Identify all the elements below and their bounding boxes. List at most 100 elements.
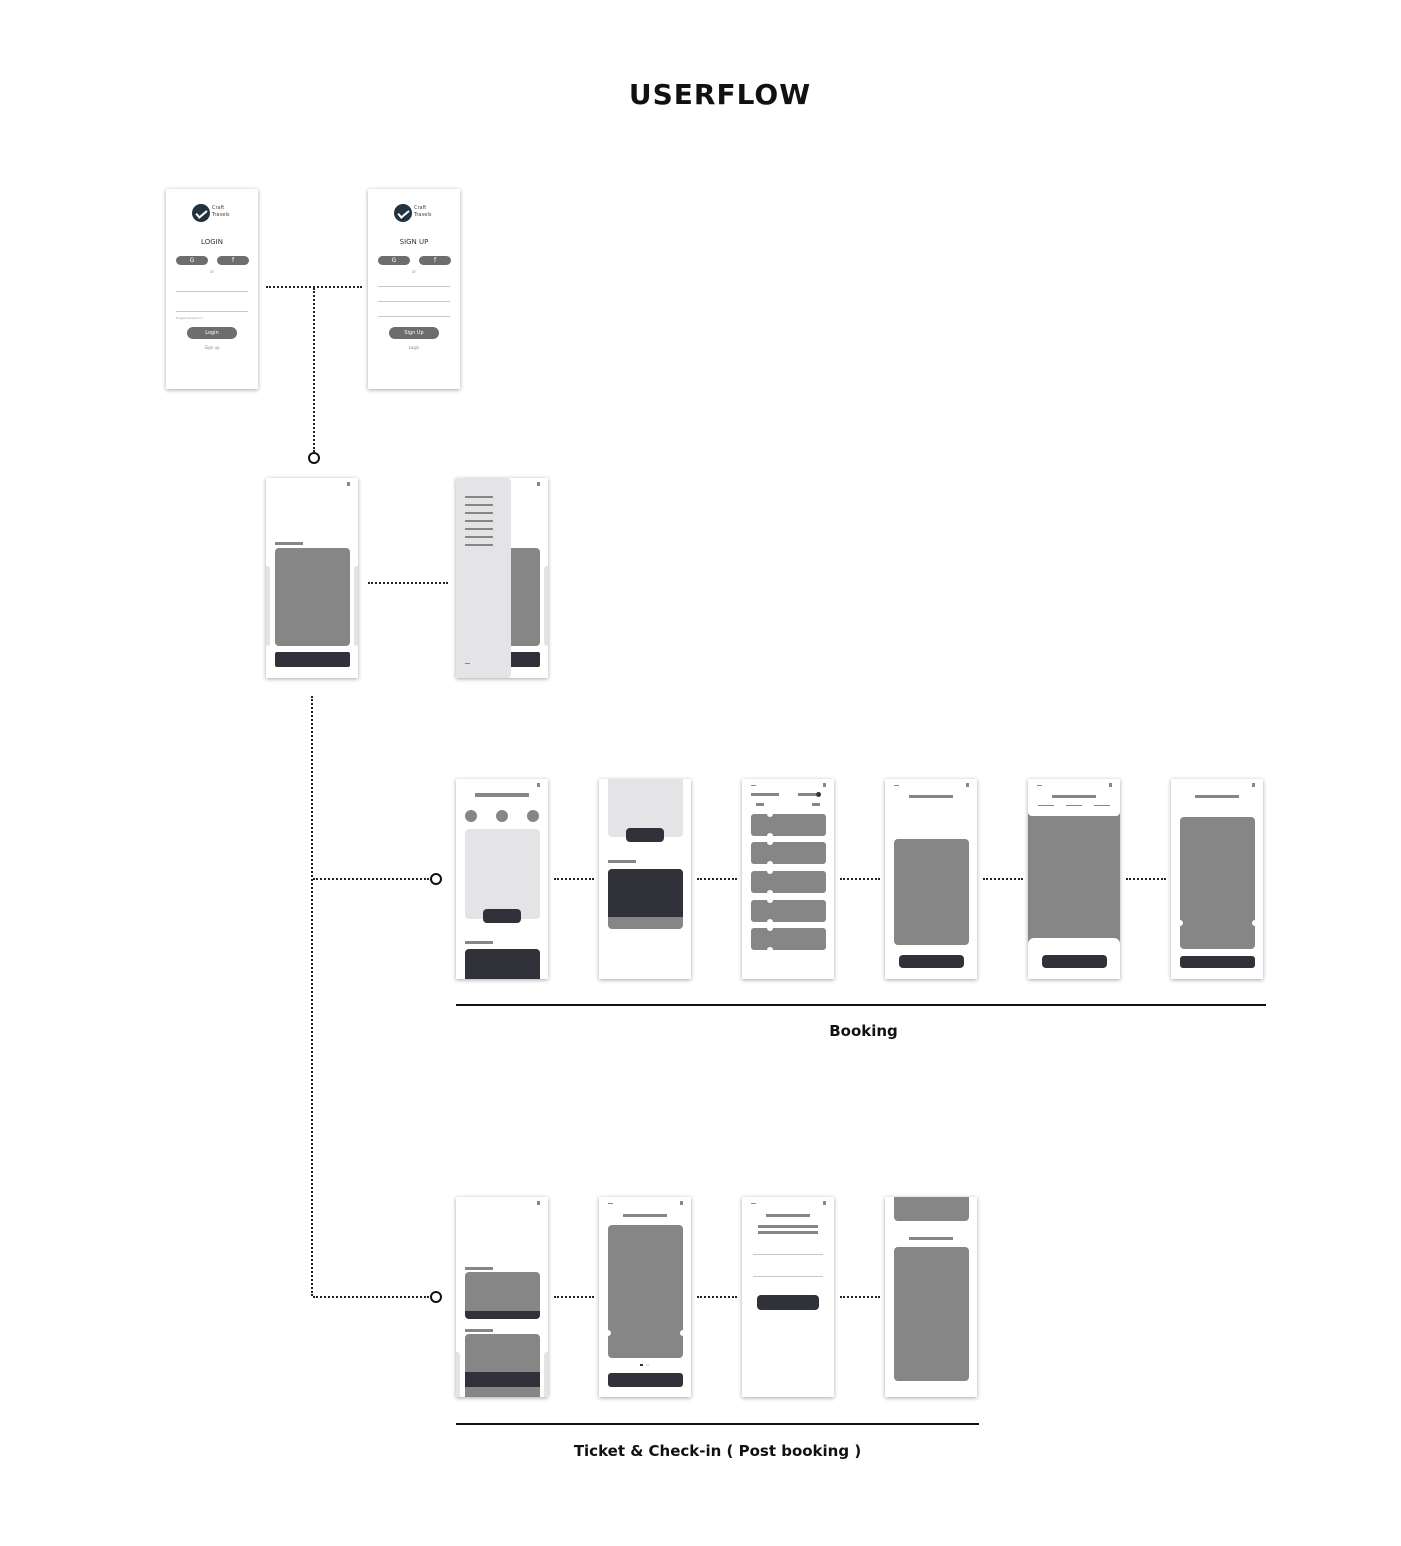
forgot-password-link[interactable]: Forgot password ? (176, 316, 204, 320)
menu-item[interactable] (465, 512, 493, 514)
primary-action-button[interactable] (275, 652, 350, 667)
signup-button[interactable]: Sign Up (389, 327, 439, 339)
search-form-card[interactable] (465, 829, 540, 919)
connector-login-signup (266, 286, 362, 288)
signup-heading: SIGN UP (399, 238, 429, 246)
checkin-input-field[interactable] (753, 1276, 823, 1277)
option-circle[interactable] (465, 810, 477, 822)
payment-button[interactable] (1180, 956, 1255, 968)
screen-side-menu (456, 478, 548, 678)
facebook-login-button[interactable]: f (217, 256, 249, 265)
ticket-notch (1177, 920, 1183, 926)
screen-ticket-2 (599, 1197, 691, 1397)
e-ticket-card (605, 1225, 686, 1358)
seat-layout-card[interactable] (894, 839, 969, 945)
carousel-side-card (544, 566, 548, 646)
back-icon[interactable] (751, 785, 756, 786)
logout-icon[interactable] (465, 663, 470, 664)
password-field[interactable] (378, 316, 450, 317)
tab-bar-item[interactable] (1094, 805, 1110, 806)
signup-link[interactable]: Sign up (204, 345, 220, 350)
bus-result-card[interactable] (751, 925, 826, 953)
connector-to-booking (313, 878, 429, 880)
connector-booking-1-2 (554, 878, 594, 880)
screen-ticket-3 (742, 1197, 834, 1397)
section-heading-bar (608, 860, 636, 863)
tab-bar-item[interactable] (1066, 805, 1082, 806)
screen-title-bar (909, 795, 953, 798)
screen-booking-5 (1028, 779, 1120, 979)
past-ticket-card[interactable] (465, 1334, 540, 1397)
option-circle[interactable] (496, 810, 508, 822)
back-icon[interactable] (608, 1203, 613, 1204)
notification-icon (537, 482, 540, 486)
google-login-button[interactable]: G (176, 256, 208, 265)
section-heading-bar (465, 1329, 493, 1332)
bus-result-card[interactable] (751, 839, 826, 867)
notification-icon (1109, 783, 1112, 787)
menu-item[interactable] (465, 496, 493, 498)
checkin-button[interactable] (608, 1373, 683, 1387)
search-button[interactable] (626, 828, 664, 842)
brand-name-line2: Travels (414, 212, 432, 218)
tab-bar-item[interactable] (1038, 805, 1054, 806)
email-field[interactable] (378, 301, 450, 302)
screen-login: Craft Travels LOGIN G f or Forgot passwo… (166, 189, 258, 389)
search-form-card[interactable] (608, 779, 683, 837)
menu-item[interactable] (465, 536, 493, 538)
google-signup-button[interactable]: G (378, 256, 410, 265)
connector-ticket-3-4 (840, 1296, 880, 1298)
date-bar (756, 803, 764, 806)
menu-item[interactable] (465, 520, 493, 522)
search-button[interactable] (483, 909, 521, 923)
bus-result-card[interactable] (751, 868, 826, 896)
section-heading-bar (275, 542, 303, 545)
back-icon[interactable] (1037, 785, 1042, 786)
submit-button[interactable] (757, 1295, 819, 1310)
facebook-signup-button[interactable]: f (419, 256, 451, 265)
notification-icon (347, 482, 350, 486)
ticket-notch (767, 811, 773, 817)
brand-name-line1: Craft (212, 205, 225, 211)
menu-item[interactable] (465, 528, 493, 530)
side-menu-drawer[interactable] (456, 478, 511, 678)
back-icon[interactable] (894, 785, 899, 786)
swap-route-icon[interactable] (816, 792, 821, 797)
carousel-side-card (544, 1352, 548, 1397)
confirm-button[interactable] (1042, 955, 1107, 968)
menu-item[interactable] (465, 504, 493, 506)
carousel-side-card (354, 566, 358, 646)
continue-button[interactable] (899, 955, 964, 968)
connector-home-to-sections (311, 696, 313, 1296)
connector-booking-3-4 (840, 878, 880, 880)
checkin-input-field[interactable] (753, 1254, 823, 1255)
password-field[interactable] (176, 311, 248, 312)
name-field[interactable] (378, 286, 450, 287)
bus-result-card[interactable] (751, 811, 826, 839)
connector-booking-2-3 (697, 878, 737, 880)
screen-ticket-4 (885, 1197, 977, 1397)
menu-item[interactable] (465, 544, 493, 546)
screen-title-bar (766, 1214, 810, 1217)
brand-name-line2: Travels (212, 212, 230, 218)
login-link[interactable]: Login (408, 345, 420, 350)
recent-booking-card[interactable] (465, 949, 540, 979)
option-circle[interactable] (527, 810, 539, 822)
carousel-main-card[interactable] (275, 548, 350, 646)
ticket-notch (680, 1330, 686, 1336)
past-ticket-actions[interactable] (465, 1372, 540, 1387)
notification-icon (966, 783, 969, 787)
ticket-notch (767, 897, 773, 903)
login-button[interactable]: Login (187, 327, 237, 339)
recent-booking-card[interactable] (608, 869, 683, 917)
upcoming-ticket-actions[interactable] (465, 1311, 540, 1319)
screen-title-bar (623, 1214, 667, 1217)
section-heading-bar (465, 941, 493, 944)
back-icon[interactable] (751, 1203, 756, 1204)
ticket-notch (767, 947, 773, 953)
boarding-pass-card (894, 1247, 969, 1381)
or-separator: or (209, 269, 215, 274)
bottom-sheet (1028, 938, 1120, 979)
username-field[interactable] (176, 291, 248, 292)
bus-result-card[interactable] (751, 897, 826, 925)
